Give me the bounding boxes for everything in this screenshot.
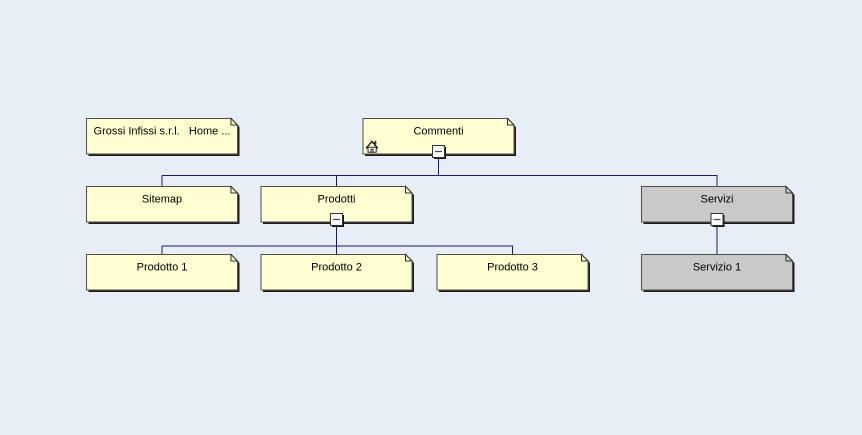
svg-text:Sitemap: Sitemap [142, 194, 182, 206]
svg-text:Prodotto 2: Prodotto 2 [311, 262, 362, 274]
svg-text:Servizi: Servizi [700, 194, 733, 206]
svg-text:Grossi Infissi s.r.l. Home .: Grossi Infissi s.r.l. Home ... [94, 126, 231, 138]
svg-text:Prodotto 3: Prodotto 3 [487, 262, 538, 274]
svg-text:Commenti: Commenti [413, 126, 463, 138]
svg-text:Prodotti: Prodotti [318, 194, 356, 206]
svg-text:Servizio 1: Servizio 1 [693, 262, 741, 274]
svg-text:Prodotto 1: Prodotto 1 [137, 262, 188, 274]
